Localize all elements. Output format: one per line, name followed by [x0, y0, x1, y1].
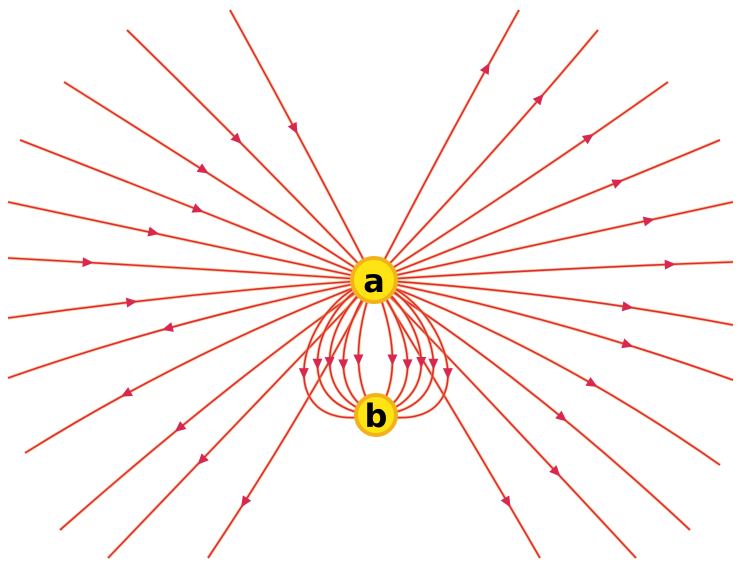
field-line [373, 279, 691, 531]
field-line [7, 279, 375, 319]
field-arrow [664, 259, 676, 270]
field-arrow [555, 410, 567, 422]
field-arrow [500, 495, 511, 508]
field-line-glow [373, 278, 721, 467]
loop-field-arrow [387, 354, 398, 366]
field-arrow [532, 93, 544, 106]
field-line-glow [24, 278, 375, 455]
loop-field-line [303, 279, 377, 419]
field-arrow [585, 377, 598, 387]
field-arrow [191, 203, 204, 213]
field-line [373, 29, 599, 281]
field-arrow [621, 301, 634, 312]
field-line [229, 9, 375, 281]
loop-field-arrow [312, 358, 323, 370]
field-arrow [479, 62, 490, 75]
field-line [373, 201, 734, 281]
field-lines [7, 9, 734, 560]
field-line [373, 9, 520, 281]
field-arrow [287, 121, 298, 134]
field-line [373, 261, 734, 281]
field-line [373, 279, 734, 381]
loop-field-arrow [338, 359, 349, 371]
loop-field-arrow [324, 356, 335, 369]
charge-b-label: b [365, 397, 388, 435]
field-arrow [196, 163, 209, 174]
loop-field-line [316, 279, 377, 416]
field-line [59, 279, 375, 531]
loop-field-arrow [353, 354, 364, 366]
loop-field-arrow [416, 357, 427, 369]
field-line [7, 257, 375, 281]
charge-a: a [350, 256, 398, 304]
loop-field-arrow [402, 359, 413, 371]
field-arrow [174, 421, 187, 432]
field-arrow [642, 216, 655, 227]
loop-field-line [373, 279, 449, 419]
field-line [24, 279, 375, 454]
field-arrow [125, 297, 138, 308]
charge-b: b [354, 393, 398, 437]
field-line [107, 279, 375, 559]
field-arrow [147, 226, 160, 237]
field-arrow [197, 453, 209, 465]
field-line [373, 279, 721, 466]
loop-field-arrow [442, 368, 453, 380]
field-arrow [82, 257, 94, 268]
field-arrow [230, 132, 242, 144]
loop-field-arrow [428, 358, 439, 370]
charge-a-label: a [363, 262, 385, 300]
loop-field-line [373, 279, 435, 416]
field-arrow [120, 387, 133, 397]
field-line [63, 81, 375, 281]
field-arrow [549, 465, 561, 477]
field-arrow [621, 338, 634, 349]
field-line [126, 29, 375, 281]
field-line-glow [373, 278, 734, 382]
charge-b-circle [354, 393, 398, 437]
field-arrow [241, 495, 252, 508]
field-arrow [581, 133, 594, 145]
field-arrow [611, 179, 624, 189]
field-line [373, 279, 734, 326]
charge-a-circle [350, 256, 398, 304]
loop-field-arrow [298, 368, 309, 380]
field-line [373, 139, 721, 281]
field-line [7, 201, 375, 281]
field-arrow [161, 322, 174, 332]
field-line [7, 279, 375, 379]
field-arrows [82, 62, 676, 508]
field-line [373, 81, 669, 281]
field-line-glow [7, 278, 375, 320]
